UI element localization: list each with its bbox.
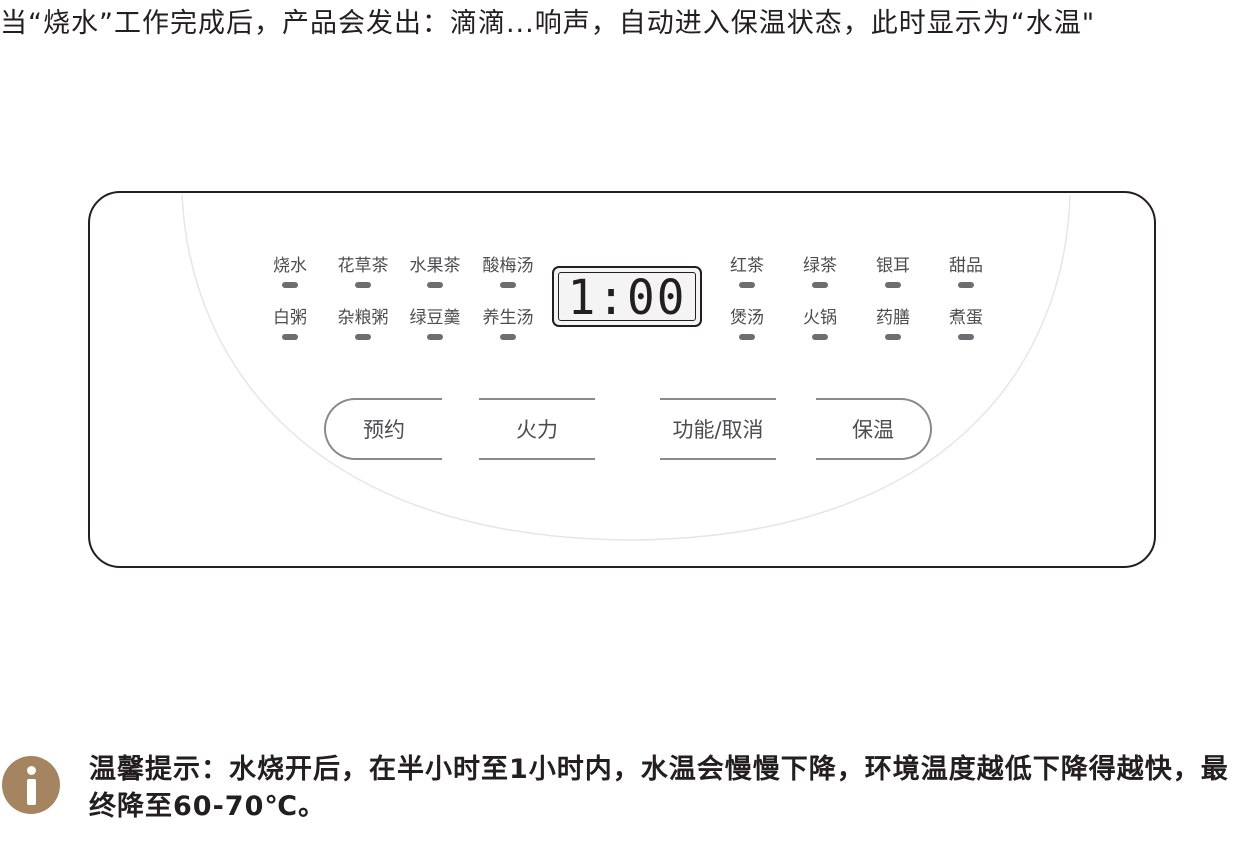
indicator-led (958, 282, 974, 288)
function-label: 绿豆羹 (409, 308, 461, 328)
indicator-led (355, 282, 371, 288)
panel-contour-line (181, 194, 1071, 541)
function-label: 白粥 (273, 308, 307, 328)
keep-warm-button[interactable]: 保温 (816, 398, 932, 460)
indicator-led (739, 282, 755, 288)
indicator-led (282, 282, 298, 288)
indicator-led (427, 334, 443, 340)
lcd-screen: 1:00 (558, 272, 696, 321)
function-lvcha[interactable]: 绿茶 (775, 256, 865, 288)
function-cancel-button[interactable]: 功能/取消 (660, 398, 776, 460)
function-label: 银耳 (876, 256, 910, 276)
function-baotang[interactable]: 煲汤 (702, 308, 792, 340)
time-readout: 1:00 (567, 268, 687, 325)
function-label: 水果茶 (409, 256, 461, 276)
reserve-button-label: 预约 (363, 418, 405, 442)
function-label: 养生汤 (482, 308, 534, 328)
function-yiner[interactable]: 银耳 (848, 256, 938, 288)
indicator-led (812, 334, 828, 340)
keep-warm-button-label: 保温 (852, 418, 894, 442)
function-shuiguocha[interactable]: 水果茶 (390, 256, 480, 288)
function-baizhou[interactable]: 白粥 (245, 308, 335, 340)
function-label: 甜品 (949, 256, 983, 276)
indicator-led (885, 282, 901, 288)
function-hongcha[interactable]: 红茶 (702, 256, 792, 288)
indicator-led (500, 334, 516, 340)
function-label: 红茶 (730, 256, 764, 276)
indicator-led (427, 282, 443, 288)
function-label: 火锅 (803, 308, 837, 328)
indicator-led (355, 334, 371, 340)
function-ludougeng[interactable]: 绿豆羹 (390, 308, 480, 340)
control-panel: 烧水 花草茶 水果茶 酸梅汤 白粥 杂粮粥 绿豆羹 养生汤 1:00 红茶 (88, 191, 1156, 568)
function-yangshengtang[interactable]: 养生汤 (463, 308, 553, 340)
info-icon (2, 756, 60, 814)
function-huoguo[interactable]: 火锅 (775, 308, 865, 340)
power-button[interactable]: 火力 (479, 398, 595, 460)
function-suanmeitang[interactable]: 酸梅汤 (463, 256, 553, 288)
function-label: 花草茶 (337, 256, 389, 276)
function-yaoshan[interactable]: 药膳 (848, 308, 938, 340)
function-label: 烧水 (273, 256, 307, 276)
indicator-led (739, 334, 755, 340)
info-icon-dot (27, 766, 36, 775)
indicator-led (958, 334, 974, 340)
function-label: 绿茶 (803, 256, 837, 276)
function-zaliangzhou[interactable]: 杂粮粥 (318, 308, 408, 340)
function-label: 杂粮粥 (337, 308, 389, 328)
function-zhudan[interactable]: 煮蛋 (921, 308, 1011, 340)
info-icon-bar (27, 779, 36, 805)
function-huacaocha[interactable]: 花草茶 (318, 256, 408, 288)
function-cancel-button-label: 功能/取消 (672, 418, 764, 442)
intro-text: 当“烧水”工作完成后，产品会发出：滴滴...响声，自动进入保温状态，此时显示为“… (0, 8, 1096, 39)
function-tianpin[interactable]: 甜品 (921, 256, 1011, 288)
indicator-led (885, 334, 901, 340)
power-button-label: 火力 (516, 418, 558, 442)
tip-text: 温馨提示：水烧开后，在半小时至1小时内，水温会慢慢下降，环境温度越低下降得越快，… (89, 754, 1229, 822)
indicator-led (282, 334, 298, 340)
function-label: 煮蛋 (949, 308, 983, 328)
reserve-button[interactable]: 预约 (324, 398, 442, 460)
function-shaoshui[interactable]: 烧水 (245, 256, 335, 288)
indicator-led (500, 282, 516, 288)
lcd-display: 1:00 (552, 266, 702, 327)
function-label: 药膳 (876, 308, 910, 328)
function-label: 酸梅汤 (482, 256, 534, 276)
indicator-led (812, 282, 828, 288)
function-label: 煲汤 (730, 308, 764, 328)
